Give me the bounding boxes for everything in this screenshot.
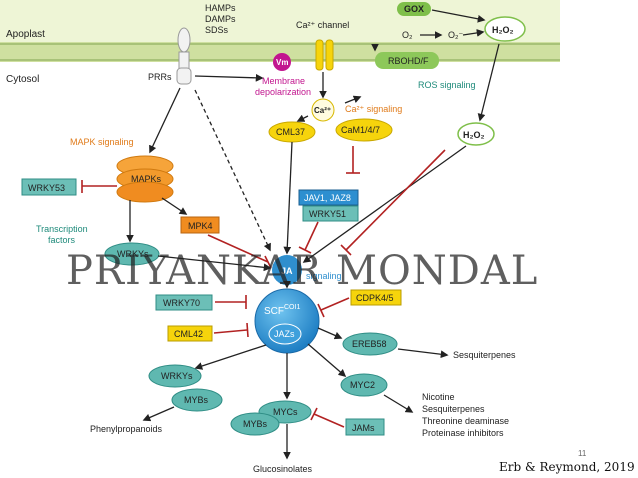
coi1-label: COI1 — [284, 304, 300, 311]
ca2-node — [311, 98, 335, 122]
jazs-label: JAZs — [274, 329, 295, 339]
wrky51-label: WRKY51 — [309, 209, 346, 219]
ereb58-node — [342, 332, 398, 356]
wrkys-label-bottom: WRKYs — [161, 371, 193, 381]
h2o2-cytosol-label: H₂O₂ — [463, 130, 485, 140]
mapks-node — [116, 155, 174, 203]
sesquiterpenes-label: Sesquiterpenes — [453, 350, 516, 360]
ja-node — [272, 255, 302, 285]
tf-label-2: factors — [48, 235, 76, 245]
jav1-box — [298, 189, 359, 206]
myc2-node — [340, 373, 388, 397]
ros-signaling-label: ROS signaling — [418, 80, 476, 90]
wrky70-box — [155, 294, 213, 311]
ereb58-label: EREB58 — [352, 339, 387, 349]
ja-signaling-label: signaling — [306, 271, 342, 281]
cdpk-label: CDPK4/5 — [356, 293, 394, 303]
cml37-label: CML37 — [276, 127, 305, 137]
myc2-label: MYC2 — [350, 380, 375, 390]
myc2-product-4: Proteinase inhibitors — [422, 428, 504, 438]
mpk4-box — [180, 216, 220, 234]
gox-node — [397, 2, 431, 16]
mpk4-label: MPK4 — [188, 221, 213, 231]
activation-arrows — [126, 9, 500, 460]
ca2-label: Ca²⁺ — [314, 106, 331, 115]
scf-label: SCF — [264, 306, 284, 317]
mybs-node-center — [230, 412, 280, 436]
wrkys-label-top: WRKYs — [117, 249, 149, 259]
h2o2-apoplast-label: H₂O₂ — [492, 25, 514, 35]
prrs-label: PRRs — [148, 72, 172, 82]
watermark-text: PRIYANKAR MONDAL — [66, 248, 538, 294]
cytosol-label: Cytosol — [6, 74, 39, 85]
elicitor-sdss: SDSs — [205, 25, 229, 35]
mapk-signaling-label: MAPK signaling — [70, 137, 134, 147]
wrkys-node-bottom — [148, 364, 202, 388]
gox-label: GOX — [404, 4, 424, 14]
membrane-label: Membrane — [262, 76, 305, 86]
cml42-box — [167, 325, 213, 342]
mapks-label: MAPKs — [131, 174, 162, 184]
rbohd-label: RBOHD/F — [388, 56, 429, 66]
elicitor-hamps: HAMPs — [205, 3, 236, 13]
wrky70-label: WRKY70 — [163, 298, 200, 308]
vm-label: Vm — [276, 58, 288, 67]
apoplast-label: Apoplast — [6, 29, 45, 40]
ca2-signaling-label: Ca²⁺ signaling — [345, 104, 402, 114]
elicitor-damps: DAMPs — [205, 14, 236, 24]
cml42-label: CML42 — [174, 329, 203, 339]
cam-label: CaM1/4/7 — [341, 125, 380, 135]
mybs-label-center: MYBs — [243, 419, 268, 429]
myc2-product-3: Threonine deaminase — [422, 416, 509, 426]
apoplast-region — [0, 0, 560, 42]
wrky53-box — [21, 178, 77, 196]
wrky53-label: WRKY53 — [28, 183, 65, 193]
jazs-node — [268, 323, 302, 345]
inhibition-lines — [81, 146, 446, 428]
cam-node — [335, 118, 393, 142]
ja-label: JA — [281, 266, 293, 276]
slide-number: 11 — [578, 449, 587, 458]
myc2-product-2: Sesquiterpenes — [422, 404, 485, 414]
mybs-node-left — [171, 388, 223, 412]
myc2-product-1: Nicotine — [422, 392, 455, 402]
jams-box — [345, 418, 385, 436]
ca-channel-icon — [315, 39, 334, 71]
dashed-activation-arrow — [194, 89, 271, 252]
citation: Erb & Reymond, 2019 — [499, 460, 635, 474]
wrkys-node-top — [104, 242, 160, 266]
tf-label-1: Transcription — [36, 224, 88, 234]
glucosinolates-label: Glucosinolates — [253, 464, 313, 474]
depolarization-label: depolarization — [255, 87, 311, 97]
phenylpropanoids-label: Phenylpropanoids — [90, 424, 163, 434]
jams-label: JAMs — [352, 423, 375, 433]
mybs-label-left: MYBs — [184, 395, 209, 405]
h2o2-apoplast-node — [484, 16, 526, 42]
vm-icon — [273, 53, 291, 71]
o2-label: O₂ — [402, 30, 413, 40]
o2-minus-label: O₂⁻ — [448, 30, 463, 40]
mycs-label: MYCs — [273, 407, 298, 417]
rbohd-node — [375, 52, 439, 69]
jav1-label: JAV1, JAZ8 — [304, 193, 351, 203]
prr-receptor-icon — [176, 27, 192, 85]
wrky51-box — [302, 205, 359, 222]
ca-channel-label: Ca²⁺ channel — [296, 20, 349, 30]
cdpk-box — [350, 289, 402, 306]
h2o2-cytosol-node — [457, 122, 495, 146]
